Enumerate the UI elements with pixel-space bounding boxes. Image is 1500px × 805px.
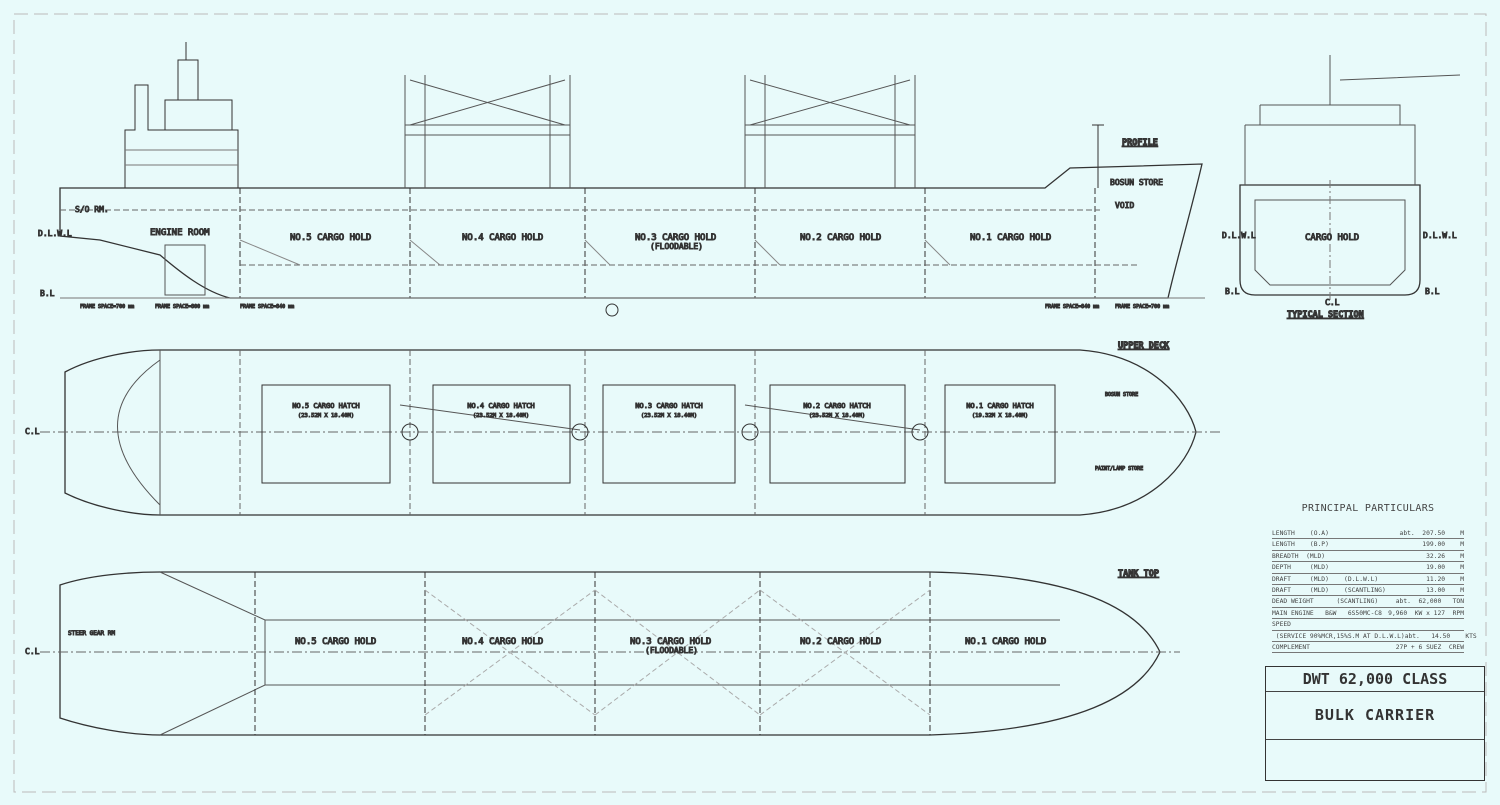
hatch-1-label: NO.1 CARGO HATCH [966, 402, 1033, 410]
tt-hold-2: NO.2 CARGO HOLD [800, 637, 881, 647]
hatch-4-dims: (23.52M X 18.40M) [473, 413, 529, 419]
particular-label: DRAFT (MLD) (D.L.W.L) [1272, 575, 1379, 583]
principal-particulars-title: PRINCIPAL PARTICULARS [1301, 503, 1435, 514]
sheet-border [13, 13, 1487, 793]
profile-hold-4: NO.4 CARGO HOLD [462, 233, 543, 243]
section-bl-right: B.L [1425, 287, 1440, 296]
particulars-row: (SERVICE 90%MCR,15%S.M AT D.L.W.L)abt. 1… [1272, 631, 1477, 642]
hatch-2-label: NO.2 CARGO HATCH [803, 402, 870, 410]
tank-top-title: TANK TOP [1118, 569, 1159, 579]
particulars-row: BREADTH (MLD) 32.26 M [1272, 551, 1464, 563]
particular-value: 13.00 M [1426, 586, 1464, 594]
profile-hold-3: NO.3 CARGO HOLD [635, 233, 716, 243]
particulars-row: LENGTH (B.P) 199.00 M [1272, 539, 1464, 551]
particulars-row: LENGTH (O.A) abt. 207.50 M [1272, 528, 1464, 540]
tt-hold-1: NO.1 CARGO HOLD [965, 637, 1046, 647]
ud-bosun-store: BOSUN STORE [1105, 392, 1138, 398]
hatch-2-dims: (23.52M X 18.40M) [809, 413, 865, 419]
particular-label: DEAD WEIGHT (SCANTLING) [1272, 598, 1379, 606]
particular-label: DEPTH (MLD) [1272, 564, 1329, 572]
particular-value: 32.26 M [1426, 552, 1464, 560]
profile-hold-2: NO.2 CARGO HOLD [800, 233, 881, 243]
tt-hold-4: NO.4 CARGO HOLD [462, 637, 543, 647]
particulars-rows: LENGTH (O.A) abt. 207.50 M LENGTH (B.P) 199… [1272, 528, 1477, 654]
profile-title: PROFILE [1122, 138, 1158, 148]
particular-label: LENGTH (B.P) [1272, 541, 1329, 549]
tt-floodable: (FLOODABLE) [645, 646, 698, 655]
particular-label: BREADTH (MLD) [1272, 552, 1326, 560]
title-class: DWT 62,000 CLASS [1266, 667, 1484, 692]
particular-label: DRAFT (MLD) (SCANTLING) [1272, 586, 1386, 594]
tank-top-cl: C.L [25, 647, 40, 656]
hatch-5-label: NO.5 CARGO HATCH [292, 402, 359, 410]
hatch-3-dims: (23.52M X 18.40M) [641, 413, 697, 419]
particular-value: abt. 62,000 TON [1395, 598, 1464, 606]
particulars-row: COMPLEMENT 27P + 6 SUEZ CREW [1272, 642, 1464, 654]
particular-label: COMPLEMENT [1272, 643, 1310, 651]
particular-value: 199.00 M [1422, 541, 1464, 549]
bl-label: B.L [40, 289, 55, 298]
tank-top-view: TANK TOP C.L STEER GEAR RM NO.5 CARGO HO… [25, 569, 1180, 736]
profile-floodable: (FLOODABLE) [650, 242, 703, 251]
upper-deck-cl: C.L [25, 427, 40, 436]
typical-section-title: TYPICAL SECTION [1287, 310, 1364, 320]
tt-hold-3: NO.3 CARGO HOLD [630, 637, 711, 647]
section-dlwl-left: D.L.W.L [1222, 231, 1256, 240]
upper-deck-view: UPPER DECK C.L NO.5 CARGO HATCH (23.52M … [25, 341, 1220, 516]
engine-room-label: ENGINE ROOM [150, 228, 210, 238]
frame-space-label: FRAME SPACE=700 mm [80, 304, 134, 310]
particular-value: 27P + 6 SUEZ CREW [1395, 643, 1464, 651]
frame-space-label: FRAME SPACE=840 mm [1045, 304, 1099, 310]
particulars-row: DRAFT (MLD) (D.L.W.L) 11.20 M [1272, 574, 1464, 585]
steer-gear-label: STEER GEAR RM [68, 630, 115, 637]
particular-label: MAIN ENGINE B&W 6S50MC-C8 [1272, 609, 1382, 617]
frame-space-label: FRAME SPACE=840 mm [240, 304, 294, 310]
section-bl-left: B.L [1225, 287, 1240, 296]
frame-space-label: FRAME SPACE=800 mm [155, 304, 209, 310]
particulars-row: DEAD WEIGHT (SCANTLING) abt. 62,000 TON [1272, 596, 1464, 608]
title-ship-type: BULK CARRIER [1266, 692, 1484, 740]
dlwl-label: D.L.W.L [38, 229, 72, 238]
upper-deck-title: UPPER DECK [1118, 341, 1170, 351]
particulars-row: MAIN ENGINE B&W 6S50MC-C8 9,960 KW x 127 … [1272, 608, 1464, 620]
particular-value: 9,960 KW x 127 RPM [1388, 609, 1464, 617]
hatch-4-label: NO.4 CARGO HATCH [467, 402, 534, 410]
hatch-1-dims: (19.32M X 18.40M) [972, 413, 1028, 419]
profile-hold-5: NO.5 CARGO HOLD [290, 233, 371, 243]
particular-value: abt. 14.50 KTS [1404, 632, 1477, 640]
particular-value: 11.20 M [1426, 575, 1464, 583]
frame-space-label: FRAME SPACE=700 mm [1115, 304, 1169, 310]
section-cl: C.L [1325, 298, 1340, 307]
hatch-3-label: NO.3 CARGO HATCH [635, 402, 702, 410]
particulars-row: SPEED [1272, 619, 1464, 631]
particulars-row: DRAFT (MLD) (SCANTLING) 13.00 M [1272, 585, 1464, 597]
typical-section-view: CARGO HOLD D.L.W.L D.L.W.L B.L B.L C.L T… [1222, 55, 1461, 321]
particular-label: SPEED [1272, 621, 1291, 629]
so-room-label: S/O RM. [75, 205, 109, 214]
particular-label: LENGTH (O.A) [1272, 530, 1329, 537]
particulars-row: DEPTH (MLD) 19.00 M [1272, 562, 1464, 574]
particular-value: 19.00 M [1426, 564, 1464, 572]
paint-store-label: PAINT/LAMP STORE [1095, 466, 1143, 472]
hatch-5-dims: (23.52M X 18.40M) [298, 413, 354, 419]
tt-hold-5: NO.5 CARGO HOLD [295, 637, 376, 647]
particular-label: (SERVICE 90%MCR,15%S.M AT D.L.W.L) [1272, 632, 1405, 640]
title-block: DWT 62,000 CLASS BULK CARRIER [1265, 666, 1485, 781]
profile-view: PROFILE ENGINE ROOM S/O RM. D.L.W.L B.L … [38, 42, 1205, 317]
particular-value: abt. 207.50 M [1399, 530, 1464, 537]
principal-particulars-table: PRINCIPAL PARTICULARS LENGTH (O.A) abt. 2… [1272, 503, 1477, 654]
void-label: VOID [1115, 201, 1134, 210]
bosun-store-label: BOSUN STORE [1110, 178, 1163, 187]
profile-hold-1: NO.1 CARGO HOLD [970, 233, 1051, 243]
section-hold-label: CARGO HOLD [1305, 233, 1359, 243]
section-dlwl-right: D.L.W.L [1423, 231, 1457, 240]
